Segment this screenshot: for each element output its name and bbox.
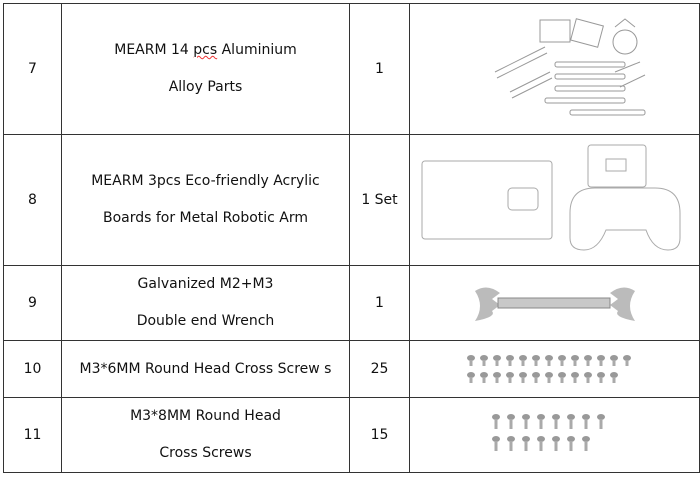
screws-m3x8-image (409, 397, 700, 473)
screw (492, 355, 501, 366)
screw (506, 436, 515, 451)
screw (581, 436, 590, 451)
item-quantity: 1 (349, 265, 410, 341)
screw (536, 414, 545, 429)
screw (566, 414, 575, 429)
screw (479, 355, 488, 366)
screw (583, 355, 592, 366)
screw (609, 372, 618, 383)
screw (622, 355, 631, 366)
screw (557, 355, 566, 366)
screw (570, 355, 579, 366)
screw (551, 436, 560, 451)
screw (479, 372, 488, 383)
screw (491, 414, 500, 429)
screw (466, 355, 475, 366)
screw (491, 436, 500, 451)
screw (506, 414, 515, 429)
screws-m3x6-image (409, 340, 700, 398)
screw (583, 372, 592, 383)
screw (531, 372, 540, 383)
screw (505, 355, 514, 366)
screw (492, 372, 501, 383)
screw (551, 414, 560, 429)
item-name: M3*6MM Round Head Cross Screw s (61, 340, 350, 398)
acrylic-boards-image (409, 134, 700, 266)
screw (581, 414, 590, 429)
item-quantity: 25 (349, 340, 410, 398)
screw (518, 355, 527, 366)
screw (596, 414, 605, 429)
screw (544, 372, 553, 383)
screw (566, 436, 575, 451)
screw (518, 372, 527, 383)
item-quantity: 1 Set (349, 134, 410, 266)
screw (596, 355, 605, 366)
item-number: 11 (3, 397, 62, 473)
wrench-image (409, 265, 700, 341)
item-quantity: 1 (349, 3, 410, 135)
screw (609, 355, 618, 366)
item-number: 8 (3, 134, 62, 266)
screw (596, 372, 605, 383)
screw (521, 436, 530, 451)
screw (536, 436, 545, 451)
aluminium-parts-image (409, 3, 700, 135)
screw (557, 372, 566, 383)
item-number: 10 (3, 340, 62, 398)
screw (531, 355, 540, 366)
table-row: 10 M3*6MM Round Head Cross Screw s 25 (3, 340, 700, 398)
screw (505, 372, 514, 383)
item-number: 7 (3, 3, 62, 135)
screw (521, 414, 530, 429)
screw (570, 372, 579, 383)
screw (466, 372, 475, 383)
item-number: 9 (3, 265, 62, 341)
screw (544, 355, 553, 366)
item-quantity: 15 (349, 397, 410, 473)
